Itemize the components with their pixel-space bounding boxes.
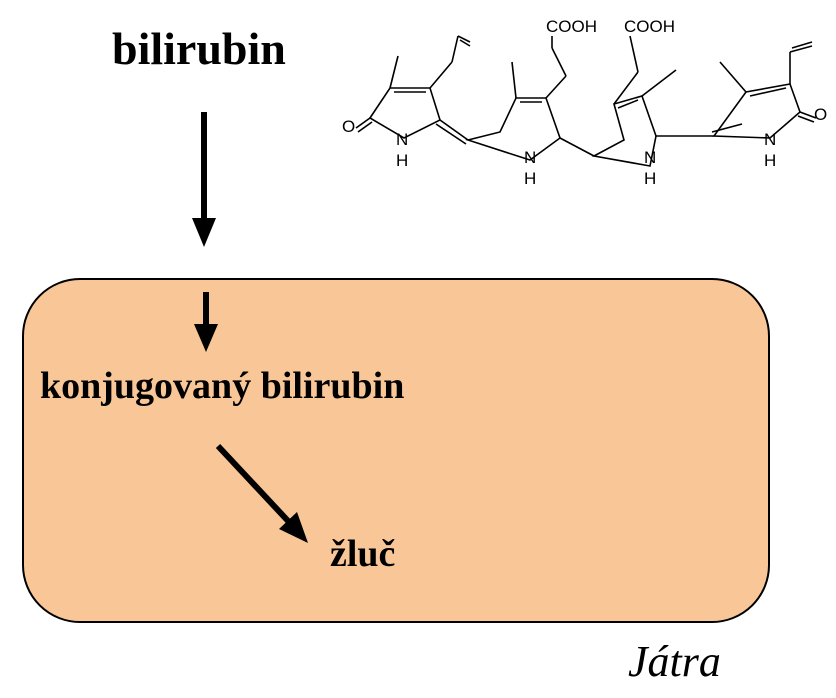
nitrogen-label-2: N [524, 148, 536, 167]
arrow-bilirubin-to-liver [192, 112, 216, 247]
cooh-label-right: COOH [624, 17, 675, 36]
arrow-into-conjugation [194, 292, 218, 352]
bilirubin-structure [355, 35, 817, 167]
hydrogen-label-3: H [644, 169, 656, 188]
liver-box [22, 278, 770, 623]
structure-atom-labels: COOH COOH O O N H N H N H N H [342, 17, 827, 188]
hydrogen-label-1: H [396, 151, 408, 170]
hydrogen-label-2: H [524, 169, 536, 188]
nitrogen-label-1: N [396, 130, 408, 149]
bile-label: žluč [330, 533, 396, 575]
bilirubin-label: bilirubin [112, 23, 286, 74]
liver-label: Játra [628, 637, 721, 686]
nitrogen-label-3: N [644, 148, 656, 167]
nitrogen-label-4: N [764, 130, 776, 149]
arrow-conjugated-to-bile [215, 443, 308, 543]
cooh-label-left: COOH [546, 17, 597, 36]
hydrogen-label-4: H [764, 151, 776, 170]
oxygen-label-right: O [814, 105, 827, 124]
oxygen-label-left: O [342, 117, 355, 136]
conjugated-bilirubin-label: konjugovaný bilirubin [40, 365, 405, 407]
